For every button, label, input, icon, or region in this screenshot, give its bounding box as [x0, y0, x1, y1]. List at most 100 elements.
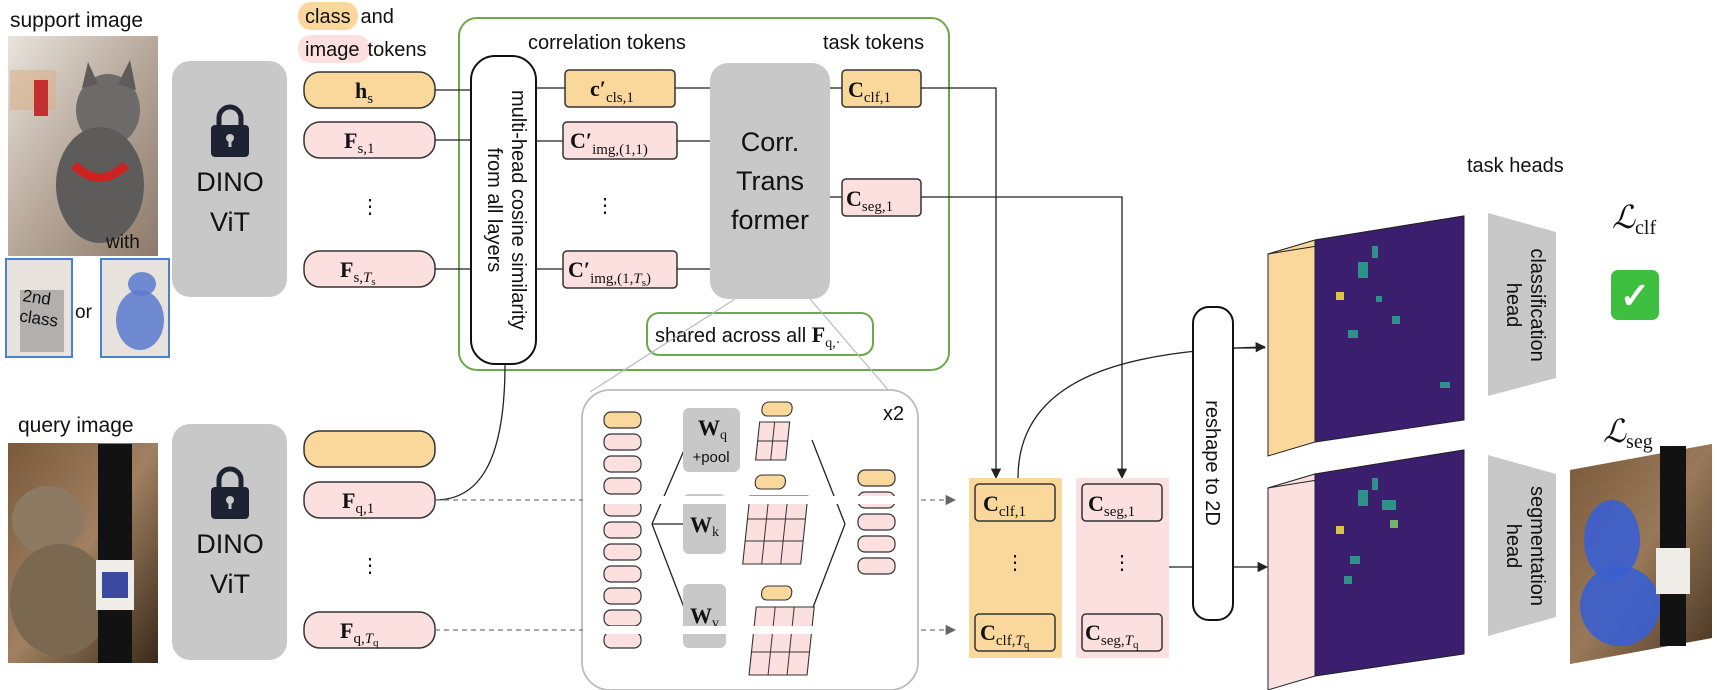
- svg-text:Cseg,1: Cseg,1: [1088, 491, 1135, 520]
- query-token-fT: Fq,Tq: [303, 611, 436, 649]
- or-label: or: [75, 302, 93, 323]
- cosine-label-line2: from all layers: [483, 148, 505, 272]
- transformer-line2: Trans: [736, 166, 804, 196]
- dino-label: DINO: [196, 529, 264, 559]
- key-grid: [742, 474, 809, 565]
- corr-token-cls: c′cls,1: [564, 69, 676, 108]
- support-dino-vit: DINO ViT: [172, 61, 287, 297]
- svg-text:ℒclf: ℒclf: [1612, 199, 1656, 239]
- transformer-line3: former: [731, 205, 809, 235]
- correlation-tokens-header: correlation tokens: [528, 32, 686, 54]
- svg-text:C′img,(1,1): C′img,(1,1): [570, 128, 648, 158]
- corr-token-img-1-T: C′img,(1,Ts): [562, 250, 678, 289]
- input-token-stack: [603, 411, 642, 649]
- segmentation-output-image: [1570, 444, 1712, 664]
- cosine-similarity-block: multi-head cosine similarity from all la…: [470, 55, 537, 365]
- svg-text:2nd: 2nd: [21, 286, 52, 309]
- output-token-stack: [857, 469, 896, 575]
- support-image-label: support image: [10, 9, 143, 32]
- transformer-line1: Corr.: [741, 127, 800, 157]
- lock-icon: [211, 466, 249, 519]
- corr-token-img-1-1: C′img,(1,1): [562, 121, 678, 160]
- svg-text:Cclf,1: Cclf,1: [848, 77, 891, 106]
- wv-block: Wv: [683, 584, 726, 648]
- svg-text:✓: ✓: [1620, 275, 1650, 316]
- vit-label: ViT: [210, 569, 250, 599]
- segmentation-head-line2: head: [1502, 524, 1524, 569]
- seg-output-column: Cseg,1 ⋮ Cseg,Tq: [1076, 478, 1169, 658]
- classification-head: classification head: [1488, 213, 1556, 396]
- with-label: with: [105, 232, 140, 253]
- svg-text:Wk: Wk: [690, 512, 719, 540]
- dino-label: DINO: [196, 167, 264, 197]
- corr-to-transformer-connectors: [675, 87, 842, 270]
- clf-feature-volume: [1267, 215, 1465, 457]
- support-mask-cat: [100, 258, 170, 358]
- task-heads-label: task heads: [1467, 155, 1564, 177]
- cosine-label-line1: multi-head cosine similarity: [507, 90, 529, 330]
- task-token-seg: Cseg,1: [841, 178, 922, 217]
- correlation-module-box: [458, 17, 950, 371]
- svg-text:shared across all Fq,·: shared across all Fq,·: [655, 322, 840, 351]
- support-token-dots: ⋮: [360, 196, 380, 218]
- svg-text:Wv: Wv: [690, 603, 719, 631]
- wk-block: Wk: [683, 494, 726, 554]
- svg-text:Cseg,Tq: Cseg,Tq: [1085, 620, 1139, 651]
- svg-text:Wq: Wq: [698, 415, 727, 443]
- svg-text:hs: hs: [355, 78, 373, 107]
- svg-text:C′img,(1,Ts): C′img,(1,Ts): [568, 257, 651, 289]
- query-token-f1: Fq,1: [303, 481, 436, 519]
- svg-text:Cclf,Tq: Cclf,Tq: [980, 620, 1030, 651]
- classification-head-line1: classification: [1526, 248, 1548, 361]
- cosine-to-corr-connectors: [536, 87, 565, 270]
- svg-text:Fq,1: Fq,1: [342, 488, 374, 517]
- query-token-dots: ⋮: [360, 555, 380, 577]
- query-grid: [755, 401, 793, 461]
- corr-token-dots: ⋮: [595, 195, 615, 217]
- task-tokens-header: task tokens: [823, 32, 924, 54]
- segmentation-head: segmentation head: [1488, 455, 1556, 636]
- support-token-fT: Fs,Ts: [303, 250, 436, 288]
- svg-text:+pool: +pool: [692, 449, 729, 466]
- legend-and: and: [355, 6, 394, 28]
- support-image: [8, 36, 158, 256]
- svg-text:Cseg,1: Cseg,1: [846, 186, 893, 215]
- query-image-label: query image: [18, 414, 134, 437]
- legend-image: image: [305, 39, 359, 61]
- support-token-h: hs: [303, 71, 436, 109]
- support-token-f1: Fs,1: [303, 121, 436, 159]
- wq-block: Wq +pool: [683, 408, 740, 472]
- legend-tokens: tokens: [362, 39, 426, 61]
- svg-text:c′cls,1: c′cls,1: [590, 76, 634, 106]
- repeat-label: x2: [883, 403, 904, 425]
- svg-text:Fs,Ts: Fs,Ts: [340, 257, 376, 288]
- query-token-class: [303, 430, 436, 468]
- legend: class and image tokens: [298, 2, 426, 63]
- task-token-routing: [921, 87, 1128, 480]
- attention-split: [651, 439, 846, 611]
- vit-label: ViT: [210, 207, 250, 237]
- svg-text:⋮: ⋮: [1005, 552, 1025, 574]
- checkmark-icon: ✓: [1611, 270, 1659, 320]
- task-token-clf: Cclf,1: [841, 69, 922, 108]
- svg-text:⋮: ⋮: [1112, 552, 1132, 574]
- lock-icon: [211, 104, 249, 157]
- seg-feature-volume: [1267, 449, 1465, 690]
- query-dino-vit: DINO ViT: [172, 424, 287, 660]
- value-grid: [748, 585, 815, 676]
- seg-loss: ℒseg: [1603, 413, 1653, 453]
- svg-text:Cclf,1: Cclf,1: [983, 491, 1026, 520]
- legend-class: class: [305, 6, 351, 28]
- clf-output-column: Cclf,1 ⋮ Cclf,Tq: [969, 478, 1062, 658]
- clf-loss: ℒclf: [1612, 199, 1656, 239]
- query-image: [8, 443, 158, 663]
- support-mask-second-class: 2nd class: [5, 258, 73, 358]
- classification-head-line2: head: [1502, 283, 1524, 328]
- segmentation-head-line1: segmentation: [1526, 486, 1548, 606]
- support-connectors: [435, 89, 471, 270]
- svg-text:Fs,1: Fs,1: [344, 128, 375, 157]
- svg-text:ℒseg: ℒseg: [1603, 413, 1653, 453]
- reshape-block: reshape to 2D: [1192, 306, 1234, 621]
- shared-label-box: shared across all Fq,·: [646, 312, 874, 356]
- zoom-funnel: [589, 298, 891, 393]
